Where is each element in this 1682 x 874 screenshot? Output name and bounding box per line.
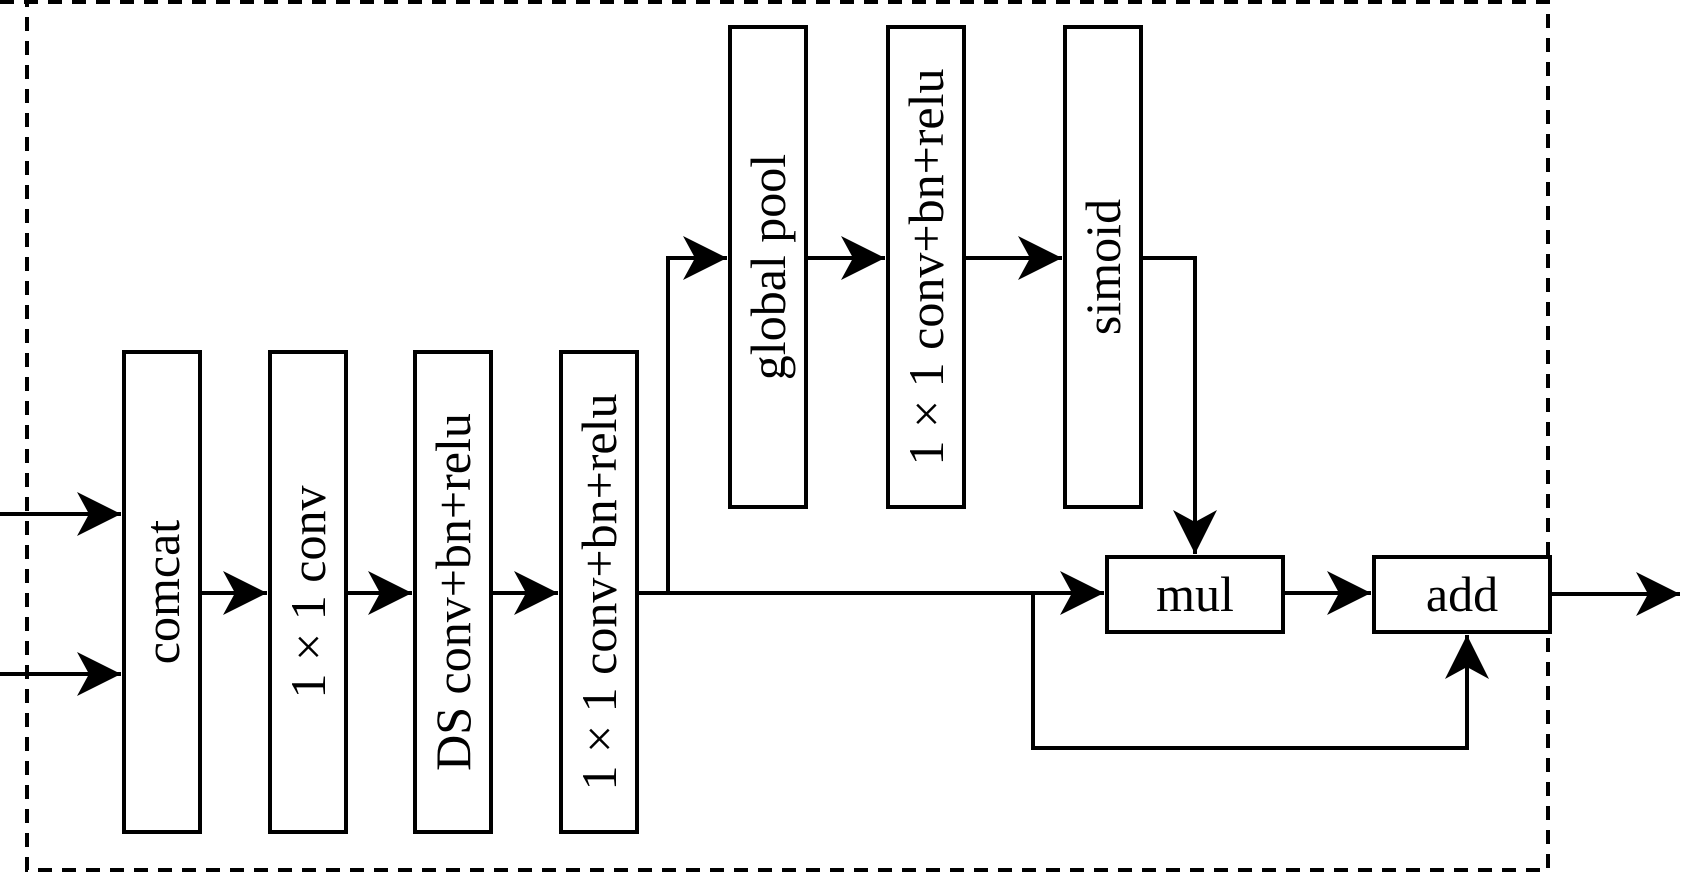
arrow-branch-to-global-pool <box>666 236 727 593</box>
mul-label: mul <box>1156 566 1234 622</box>
conv-bn-relu-label-2: 1 × 1 conv+bn+relu <box>898 68 954 465</box>
global-pool-label: global pool <box>740 154 796 380</box>
arrow-simoid-to-mul <box>1141 256 1217 554</box>
conv1x1-block <box>268 350 348 834</box>
module-boundary <box>0 0 1550 872</box>
arrow-residual-to-add <box>1031 593 1489 750</box>
simoid-block <box>1063 25 1143 509</box>
ds-conv-block <box>413 350 493 834</box>
conv-bn-relu-label-1: 1 × 1 conv+bn+relu <box>571 393 627 790</box>
conv1x1-label: 1 × 1 conv <box>280 486 336 699</box>
comcat-label: comcat <box>134 520 190 664</box>
ds-conv-label: DS conv+bn+relu <box>425 413 481 771</box>
conv-bn-relu-block-1 <box>559 350 639 834</box>
add-label: add <box>1426 566 1498 622</box>
global-pool-block <box>728 25 808 509</box>
conv-bn-relu-block-2 <box>886 25 966 509</box>
simoid-label: simoid <box>1075 199 1131 335</box>
